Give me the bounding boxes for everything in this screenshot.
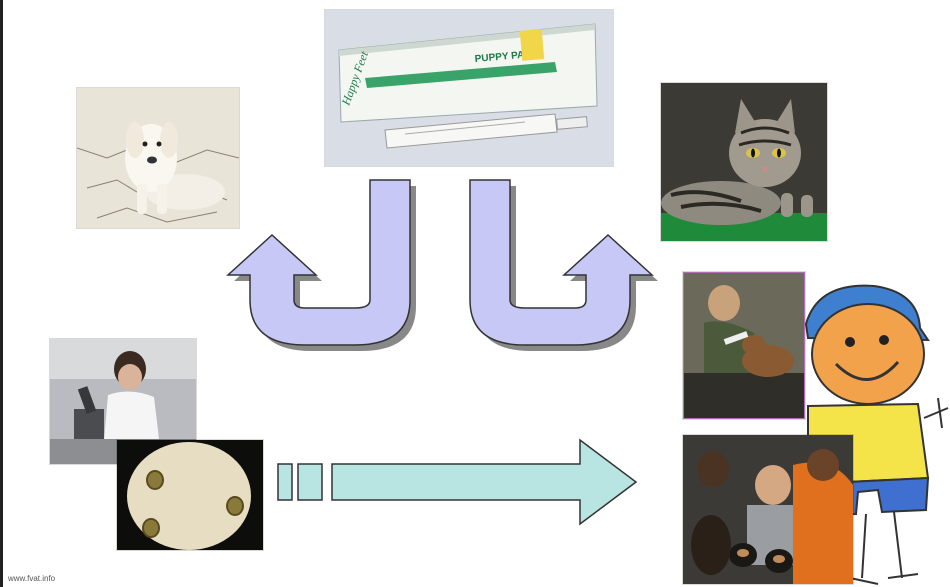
horizontal-arrow bbox=[278, 440, 636, 524]
cat-photo bbox=[661, 83, 827, 241]
puppy-paste-product-image: PUPPY PASTE Happy Feet bbox=[325, 10, 613, 166]
vet-feeding-dog-photo bbox=[683, 272, 805, 419]
u-turn-arrow-left bbox=[228, 180, 416, 351]
footer-source-text: www.fvat.info bbox=[8, 574, 55, 583]
parasite-egg-microscopy-photo bbox=[117, 440, 263, 550]
u-turn-arrow-right bbox=[470, 180, 658, 351]
volunteers-puppies-photo bbox=[683, 435, 853, 584]
puppy-photo bbox=[77, 88, 239, 228]
